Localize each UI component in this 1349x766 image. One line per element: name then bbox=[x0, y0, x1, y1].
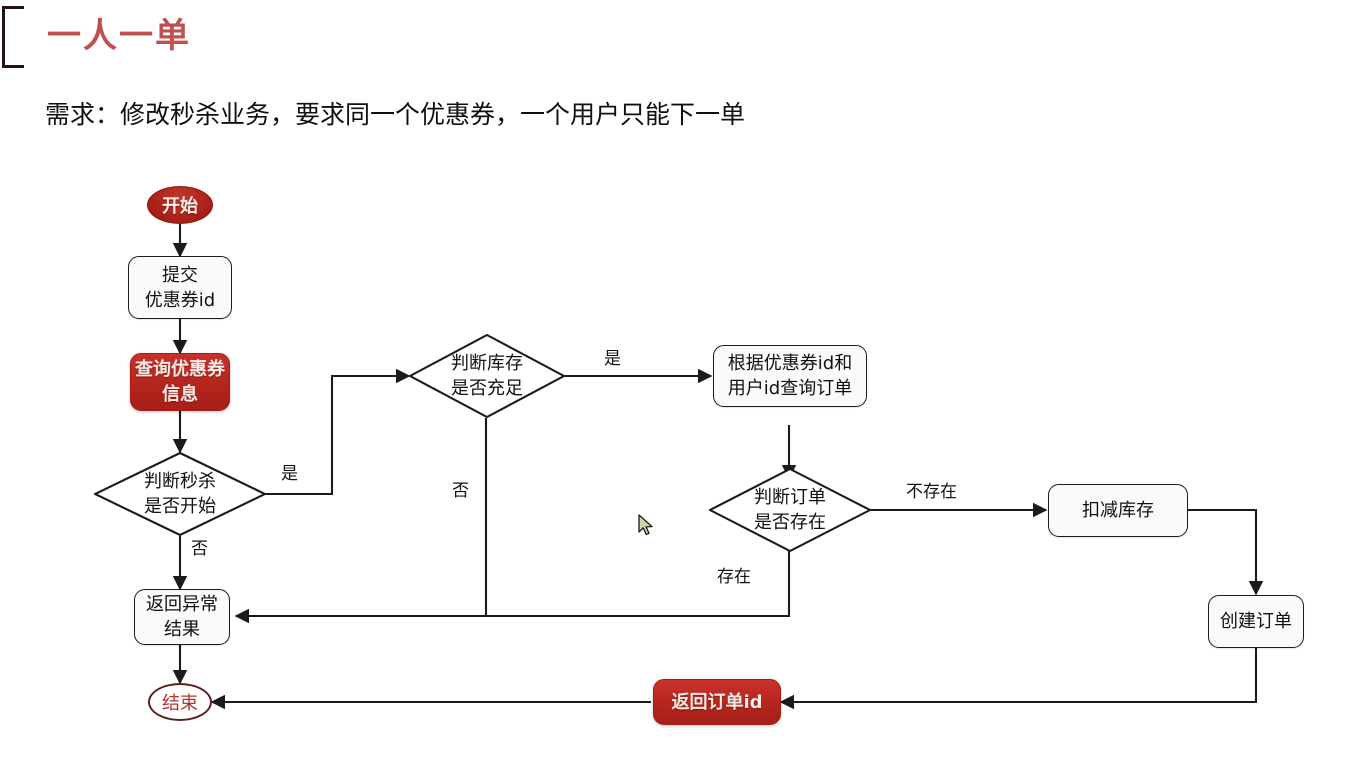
flow-node-start[interactable]: 开始 bbox=[147, 186, 213, 224]
edge-label-stock-no: 否 bbox=[452, 481, 469, 501]
page-subtitle: 需求：修改秒杀业务，要求同一个优惠券，一个用户只能下一单 bbox=[45, 100, 746, 129]
flow-node-end[interactable]: 结束 bbox=[148, 683, 212, 721]
flow-node-query-coupon-info-label: 查询优惠券 信息 bbox=[135, 359, 225, 405]
edge-seckill-yes-to-stock bbox=[256, 368, 411, 496]
flow-node-query-order[interactable]: 根据优惠券id和 用户id查询订单 bbox=[713, 345, 867, 407]
flow-node-end-label: 结束 bbox=[162, 693, 198, 714]
edge-order-exists-to-return-error bbox=[236, 543, 791, 618]
flow-node-create-order-label: 创建订单 bbox=[1220, 611, 1292, 632]
flow-node-return-order-id[interactable]: 返回订单id bbox=[653, 679, 781, 725]
flow-node-start-label: 开始 bbox=[162, 196, 198, 217]
edge-label-order-not-exists: 不存在 bbox=[906, 482, 957, 502]
flow-node-query-order-label: 根据优惠券id和 用户id查询订单 bbox=[727, 353, 853, 399]
flow-node-query-coupon-info[interactable]: 查询优惠券 信息 bbox=[130, 353, 230, 411]
edge-label-order-exists: 存在 bbox=[717, 567, 751, 587]
slide-frame-bracket bbox=[2, 6, 24, 68]
flow-node-create-order[interactable]: 创建订单 bbox=[1208, 595, 1304, 648]
flow-node-return-error[interactable]: 返回异常 结果 bbox=[134, 589, 230, 645]
edge-deduct-stock-to-create-order bbox=[1188, 508, 1264, 596]
page-title: 一人一单 bbox=[47, 16, 191, 56]
edge-label-seckill-yes: 是 bbox=[281, 464, 298, 484]
flow-node-deduct-stock[interactable]: 扣减库存 bbox=[1048, 484, 1188, 537]
flow-node-submit-coupon-id[interactable]: 提交 优惠券id bbox=[128, 256, 232, 319]
flow-node-return-error-label: 返回异常 结果 bbox=[146, 594, 218, 640]
edge-create-order-to-return-order-id bbox=[779, 648, 1258, 710]
edge-label-seckill-no: 否 bbox=[191, 539, 208, 559]
flow-node-return-order-id-label: 返回订单id bbox=[671, 691, 763, 713]
edge-label-stock-yes: 是 bbox=[604, 349, 621, 369]
flow-node-deduct-stock-label: 扣减库存 bbox=[1082, 500, 1154, 521]
flow-node-submit-coupon-id-label: 提交 优惠券id bbox=[144, 264, 216, 311]
edge-stock-no-to-return-error bbox=[234, 418, 488, 624]
